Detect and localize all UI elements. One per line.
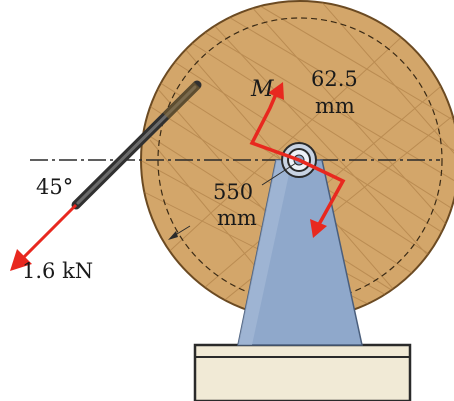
diameter-unit-label: mm (217, 206, 257, 230)
radius-unit-label: mm (315, 94, 355, 118)
diameter-value-label: 550 (213, 180, 253, 204)
moment-arrow-up (249, 82, 300, 162)
base-block (193, 343, 412, 401)
rope (71, 80, 202, 210)
angle-label: 45° (36, 175, 73, 199)
diameter-leader-arrowhead (168, 231, 178, 240)
moment-arrow-down (298, 158, 346, 238)
radius-leader-line (261, 162, 297, 186)
force-label: 1.6 kN (22, 259, 93, 283)
force-arrow (10, 203, 78, 271)
radius-value-label: 62.5 (311, 67, 358, 91)
moment-label: M (250, 77, 274, 102)
